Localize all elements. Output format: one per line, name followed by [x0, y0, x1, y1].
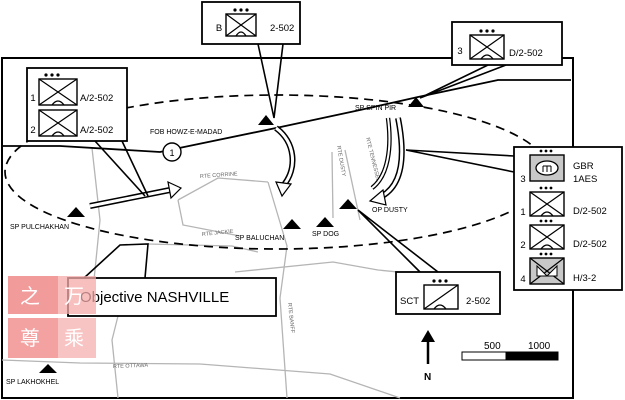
unit-designation-line2: 1AES	[573, 174, 597, 185]
unit-designation: D/2-502	[573, 239, 607, 250]
infantry-airborne-symbol	[529, 186, 565, 217]
route-dusty-label: RTE DUSTY	[335, 145, 346, 177]
unit-prefix: B	[216, 23, 222, 34]
phase-line-number: 1	[169, 148, 174, 158]
engineer-symbol	[529, 149, 565, 182]
watermark: 之 万 尊 乘	[8, 276, 96, 358]
unit-designation: A/2-502	[80, 93, 113, 104]
unit-prefix: 2	[520, 240, 525, 251]
route-corrine-label: RTE CORRINE	[200, 171, 238, 180]
unit-prefix: 3	[457, 46, 462, 57]
sp-lakhokhel-label: SP LAKHOKHEL	[6, 379, 59, 386]
sp-baluchan-label: SP BALUCHAN	[235, 235, 284, 242]
callout-top-right: 3 D/2-502	[451, 21, 563, 66]
sp-dog-label: SP DOG	[312, 231, 339, 238]
scale-bar: 500 1000	[461, 341, 559, 361]
fob-label: FOB HOWZ-E-MADAD	[150, 129, 222, 136]
sp-lakhokhel-marker	[39, 364, 57, 373]
unit-designation: 2-502	[270, 23, 294, 34]
op-dusty-marker	[339, 199, 357, 209]
aviation-symbol	[529, 252, 565, 285]
callout-leaders	[83, 43, 515, 279]
objective-label: Objective NASHVILLE	[80, 289, 229, 306]
cavalry-airborne-symbol	[423, 279, 459, 310]
main-route-line	[2, 79, 571, 153]
unit-designation: D/2-502	[573, 206, 607, 217]
unit-prefix: 3	[520, 174, 525, 185]
infantry-airborne-symbol	[38, 109, 78, 137]
infantry-airborne-symbol	[469, 29, 505, 60]
road-network	[1, 147, 429, 399]
route-jackie-label: RTE JACKIE	[202, 229, 234, 238]
unit-designation: A/2-502	[80, 125, 113, 136]
fob-marker	[258, 115, 274, 125]
north-label: N	[424, 372, 431, 383]
unit-prefix: 1	[30, 93, 35, 104]
sp-baluchan-marker	[283, 219, 301, 229]
infantry-airborne-symbol	[529, 219, 565, 250]
infantry-airborne-symbol	[225, 8, 257, 37]
callout-top-center: B 2-502	[201, 1, 301, 45]
watermark-char: 乘	[64, 326, 84, 350]
scale-label-500: 500	[484, 341, 501, 352]
unit-prefix: 1	[520, 207, 525, 218]
unit-designation: D/2-502	[509, 48, 543, 59]
point-markers	[39, 97, 424, 373]
sp-spin-pir-marker	[408, 97, 424, 107]
north-arrow: N	[421, 330, 435, 383]
sp-pulchakhan-label: SP PULCHAKHAN	[10, 224, 69, 231]
sp-dog-marker	[316, 217, 334, 227]
sp-pulchakhan-marker	[67, 207, 85, 217]
callout-left: 1 A/2-502 2 A/2-502	[26, 67, 128, 142]
callout-bottom: SCT 2-502	[395, 271, 501, 315]
movement-arrows	[89, 117, 405, 209]
unit-prefix: SCT	[400, 296, 419, 307]
unit-designation-line1: GBR	[573, 161, 594, 172]
watermark-char: 万	[64, 284, 84, 308]
op-dusty-label: OP DUSTY	[372, 207, 408, 214]
unit-prefix: 2	[30, 125, 35, 136]
unit-prefix: 4	[520, 274, 525, 285]
route-ottawa-label: RTE OTTAWA	[113, 363, 149, 370]
watermark-char: 之	[20, 284, 40, 308]
scale-label-1000: 1000	[528, 341, 551, 352]
unit-designation: H/3-2	[573, 273, 596, 284]
unit-designation: 2-502	[466, 296, 490, 307]
sp-spin-pir-label: SP SPIN PIR	[355, 105, 396, 112]
route-banff-label: RTE BANFF	[286, 303, 295, 335]
watermark-char: 尊	[20, 326, 40, 350]
phase-line-marker	[162, 142, 182, 162]
route-tennessee-label: RTE TENNESSEE	[364, 137, 381, 183]
callout-right: 3 GBR 1AES 1 D/2-502 2 D/2-502 4	[513, 146, 623, 291]
infantry-airborne-symbol	[38, 73, 78, 106]
objective-label-box: Objective NASHVILLE	[67, 277, 277, 317]
